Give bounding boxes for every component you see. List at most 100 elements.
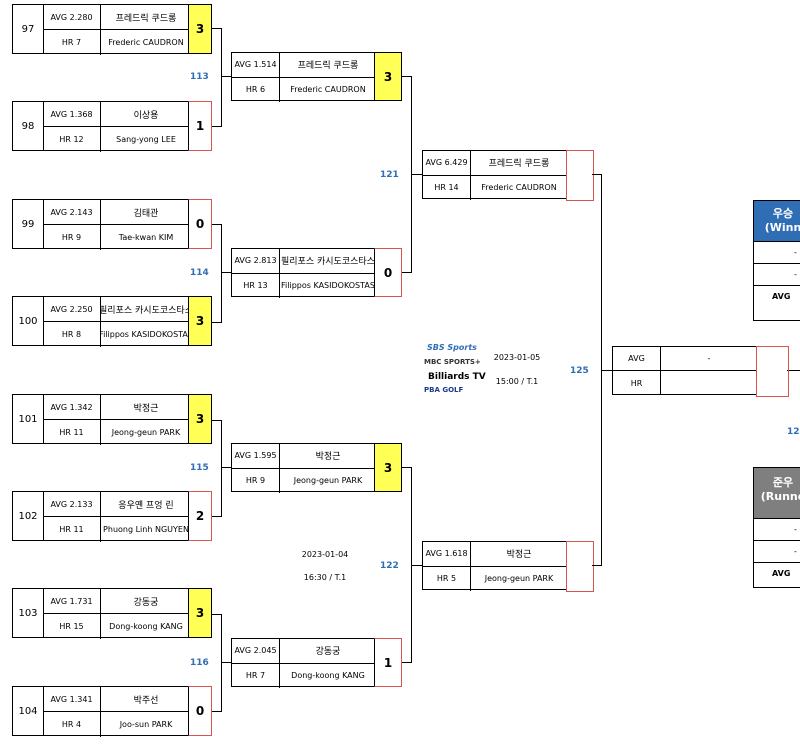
match-score: 3 <box>374 443 402 492</box>
player-name-ko: 필리포스 카시도코스타스 <box>280 249 376 274</box>
player-name-ko: 프레드릭 쿠드롱 <box>280 53 376 78</box>
player-name-en: Filippos KASIDOKOSTAS <box>101 330 191 339</box>
player-name-ko: 프레드릭 쿠드롱 <box>471 151 567 176</box>
player-hr: HR 4 <box>43 712 101 737</box>
match-score: 0 <box>188 199 212 249</box>
match-number-122: 122 <box>380 561 399 571</box>
schedule-time-1: 16:30 / T.1 <box>303 573 347 582</box>
player-avg: AVG 1.514 <box>232 53 280 78</box>
runner-up-title-en: (Runne <box>760 490 800 503</box>
player-name-en: Filippos KASIDOKOSTAS <box>281 281 375 291</box>
player-name-ko: 김태관 <box>101 200 191 225</box>
schedule-date-2: 2023-01-05 <box>493 353 541 362</box>
match-score: 3 <box>374 52 402 101</box>
champion-title-ko: 우승 <box>772 207 794 220</box>
player-hr: HR 6 <box>232 77 280 102</box>
player-hr: HR 11 <box>43 517 101 542</box>
match-score: 0 <box>188 686 212 736</box>
player-name-en: Jeong-geun PARK <box>484 574 554 584</box>
seed-number: 98 <box>13 102 44 150</box>
player-hr: HR 15 <box>43 614 101 639</box>
match-score: 3 <box>188 588 212 638</box>
seed-number: 102 <box>13 492 44 540</box>
runner-up-row-1: - <box>754 518 800 540</box>
player-avg: AVG 1.341 <box>43 687 101 712</box>
player-hr: HR 5 <box>423 566 471 591</box>
player-hr: HR 9 <box>232 468 280 493</box>
player-name-ko: 박정근 <box>101 395 191 420</box>
final-name: - <box>661 347 757 371</box>
player-name-en: Jeong-geun PARK <box>111 428 181 437</box>
player-avg: AVG 2.280 <box>43 5 101 30</box>
player-hr: HR 7 <box>43 30 101 55</box>
player-hr: HR 12 <box>43 127 101 152</box>
match-number-113: 113 <box>190 72 209 82</box>
final-match-card: AVG HR - <box>612 346 757 395</box>
match-number-121: 121 <box>380 170 399 180</box>
player-name-en: Jeong-geun PARK <box>293 476 363 486</box>
player-name-en: Frederic CAUDRON <box>290 85 366 95</box>
player-avg: AVG 2.813 <box>232 249 280 274</box>
player-avg: AVG 1.368 <box>43 102 101 127</box>
schedule-time-2: 15:00 / T.1 <box>495 377 539 386</box>
seed-number: 99 <box>13 200 44 248</box>
player-name-ko: 강동궁 <box>280 639 376 664</box>
player-avg: AVG 1.595 <box>232 444 280 469</box>
seed-number: 103 <box>13 589 44 637</box>
player-name-ko: 프레드릭 쿠드롱 <box>101 5 191 30</box>
seed-number: 100 <box>13 297 44 345</box>
match-score: 3 <box>188 296 212 346</box>
player-name-ko: 강동궁 <box>101 589 191 614</box>
player-name-en: Frederic CAUDRON <box>108 38 184 47</box>
final-avg: AVG <box>613 347 661 371</box>
player-name-en: Joo-sun PARK <box>119 720 173 729</box>
seed-number: 97 <box>13 5 44 53</box>
player-name-en: Sang-yong LEE <box>116 135 176 144</box>
round3-score-tab <box>566 541 594 592</box>
seed-number: 104 <box>13 687 44 735</box>
player-name-en: Tae-kwan KIM <box>118 233 174 242</box>
match-score: 1 <box>188 101 212 151</box>
mbc-sports-logo: MBC SPORTS+ <box>424 358 481 366</box>
match-number-114: 114 <box>190 268 209 278</box>
player-avg: AVG 2.143 <box>43 200 101 225</box>
player-hr: HR 8 <box>43 322 101 347</box>
player-name-en: Frederic CAUDRON <box>481 183 557 193</box>
champion-row-1: - <box>754 241 800 263</box>
player-hr: HR 11 <box>43 420 101 445</box>
schedule-date-1: 2023-01-04 <box>301 550 349 559</box>
player-name-en: Dong-koong KANG <box>291 671 365 681</box>
player-avg: AVG 2.133 <box>43 492 101 517</box>
player-avg: AVG 6.429 <box>423 151 471 176</box>
runner-up-row-avg: AVG <box>754 562 800 584</box>
player-name-ko: 박정근 <box>280 444 376 469</box>
player-name-ko: 박정근 <box>471 542 567 567</box>
runner-up-title-ko: 준우 <box>772 476 794 489</box>
player-name-en: Dong-koong KANG <box>109 622 183 631</box>
player-avg: AVG 2.250 <box>43 297 101 322</box>
player-hr: HR 14 <box>423 175 471 200</box>
seed-number: 101 <box>13 395 44 443</box>
runner-up-panel: 준우 (Runne - - AVG <box>753 467 800 588</box>
runner-up-row-2: - <box>754 540 800 562</box>
champion-row-avg: AVG <box>754 285 800 307</box>
player-hr: HR 7 <box>232 663 280 688</box>
player-avg: AVG 2.045 <box>232 639 280 664</box>
match-number-115: 115 <box>190 463 209 473</box>
player-name-ko: 응우옌 프엉 린 <box>101 492 191 517</box>
champion-row-2: - <box>754 263 800 285</box>
player-avg: AVG 1.731 <box>43 589 101 614</box>
match-score: 2 <box>188 491 212 541</box>
